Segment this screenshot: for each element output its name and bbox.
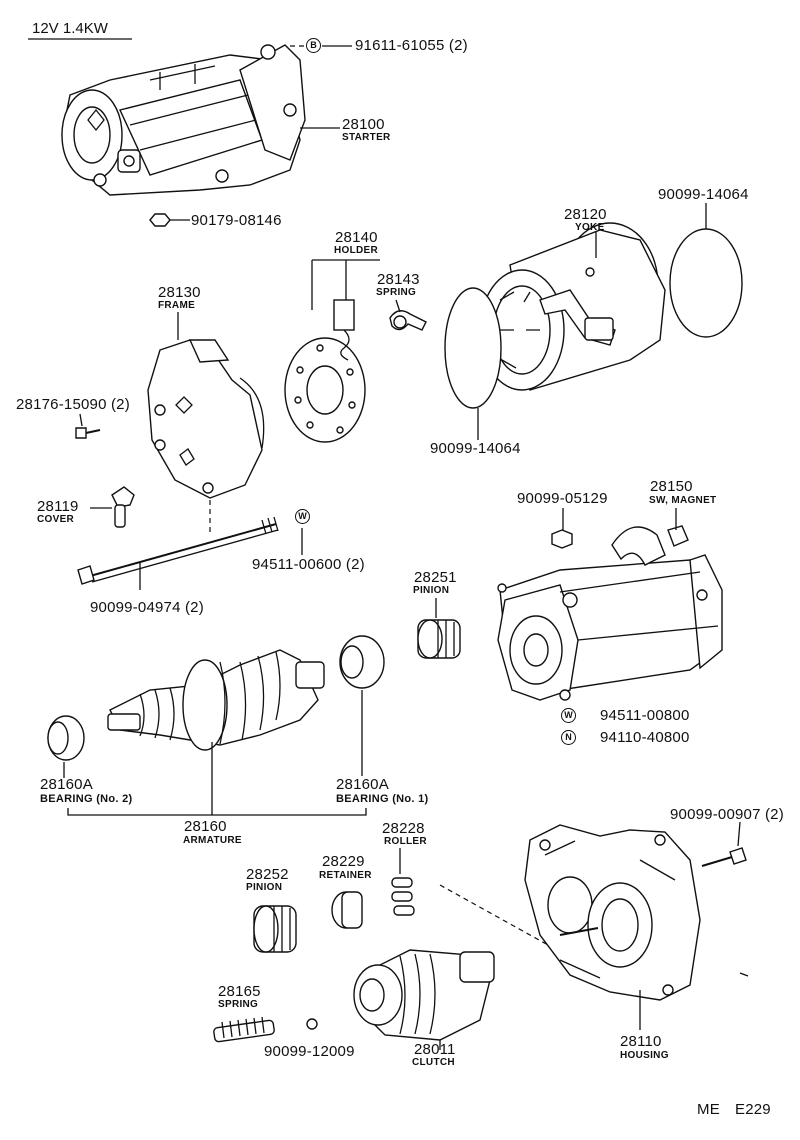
through-bolt-head [77,565,95,585]
clutch-drawing [353,949,495,1041]
part-number-28011: 28011 [414,1041,456,1058]
part-name-yoke: YOKE [575,222,605,233]
part-number-28150: 28150 [650,478,693,495]
part-number-28130: 28130 [158,284,201,301]
part-number-28251: 28251 [414,569,457,586]
leader-28140 [311,259,380,310]
nut-05129 [551,529,573,549]
roller-1 [391,877,413,888]
pinion-28251-drawing [417,619,461,659]
cover-28119-body [114,504,126,528]
oring-top [669,228,743,338]
part-number-28143: 28143 [377,271,420,288]
part-number-90179: 90179-08146 [191,212,282,229]
part-name-bearing-no2: BEARING (No. 2) [40,793,133,805]
part-number-28160: 28160 [184,818,227,835]
part-number-28228: 28228 [382,820,425,837]
spring-coil [393,315,407,329]
pinion-28252-drawing [253,905,297,953]
roller-dash [439,884,549,946]
part-number-28119: 28119 [37,498,79,515]
spec-header: 12V 1.4KW [32,20,108,37]
holder-drawing [284,299,366,443]
part-number-28100: 28100 [342,116,385,133]
part-number-oring-bottom: 90099-14064 [430,440,521,457]
part-name-armature: ARMATURE [183,835,242,846]
part-name-pinion-28251: PINION [413,585,450,596]
symbol-w-00600: W [295,509,310,524]
oring-bottom [444,287,502,409]
symbol-b: B [306,38,321,53]
bolt-00907 [729,847,747,865]
bearing-no1-inner [340,645,364,679]
leader-00907 [737,821,741,847]
part-number-90099-12009: 90099-12009 [264,1043,355,1060]
bolt-00907-shank [701,856,733,867]
leader-28176 [79,413,83,427]
bearing-no2-inner [47,721,69,755]
armature-bracket [67,808,367,816]
part-number-28176: 28176-15090 (2) [16,396,130,413]
yoke-drawing [464,222,666,391]
part-name-clutch: CLUTCH [412,1057,455,1068]
spring-28165-drawing [213,1016,275,1043]
part-number-28110: 28110 [620,1033,662,1050]
roller-3 [393,905,415,916]
armature-drawing [107,649,325,751]
part-number-oring-top: 90099-14064 [658,186,749,203]
part-number-90099-00907: 90099-00907 (2) [670,806,784,823]
leader-28143 [395,299,401,313]
starter-assembly-drawing [61,44,306,196]
through-bolt-2 [91,529,279,583]
part-number-94511-00800: 94511-00800 [600,707,690,724]
screw-28176 [75,427,87,439]
housing-drawing [524,824,701,1001]
part-name-frame: FRAME [158,300,196,311]
small-mark [739,972,749,977]
part-number-91611: 91611-61055 (2) [355,37,468,54]
magnet-switch-drawing [497,525,723,701]
figure-ref-right: E229 [735,1101,771,1118]
part-number-90099-05129: 90099-05129 [517,490,608,507]
part-number-28140: 28140 [335,229,378,246]
part-name-spring-28143: SPRING [376,287,417,298]
symbol-w-00800: W [561,708,576,723]
symbol-n: N [561,730,576,745]
part-number-94511-00600: 94511-00600 (2) [252,556,365,573]
nut-90179 [149,213,171,227]
cover-28119 [111,486,135,508]
part-number-90099-04974: 90099-04974 (2) [90,599,204,616]
part-name-roller: ROLLER [384,836,427,847]
part-name-housing: HOUSING [620,1050,669,1061]
figure-ref-left: ME [697,1101,720,1118]
part-name-cover: COVER [37,514,75,525]
part-name-spring-28165: SPRING [218,999,259,1010]
part-name-holder: HOLDER [334,245,379,256]
part-number-28165: 28165 [218,983,261,1000]
part-number-28252: 28252 [246,866,289,883]
through-bolt-thread [261,516,279,535]
ball-12009 [306,1018,318,1030]
part-name-pinion-28252: PINION [246,882,283,893]
part-number-94110-40800: 94110-40800 [600,729,690,746]
retainer-body [341,891,363,929]
part-number-28120: 28120 [564,206,607,223]
roller-2 [391,891,413,902]
screw-28176-shank [85,429,101,434]
part-name-sw-magnet: SW, MAGNET [649,495,717,506]
part-name-retainer: RETAINER [319,870,372,881]
part-name-starter: STARTER [342,132,391,143]
frame-drawing [147,339,265,499]
through-bolt [89,523,277,577]
part-name-bearing-no1: BEARING (No. 1) [336,793,429,805]
part-number-28229: 28229 [322,853,365,870]
part-number-bearing-no2: 28160A [40,776,93,793]
part-number-bearing-no1: 28160A [336,776,389,793]
